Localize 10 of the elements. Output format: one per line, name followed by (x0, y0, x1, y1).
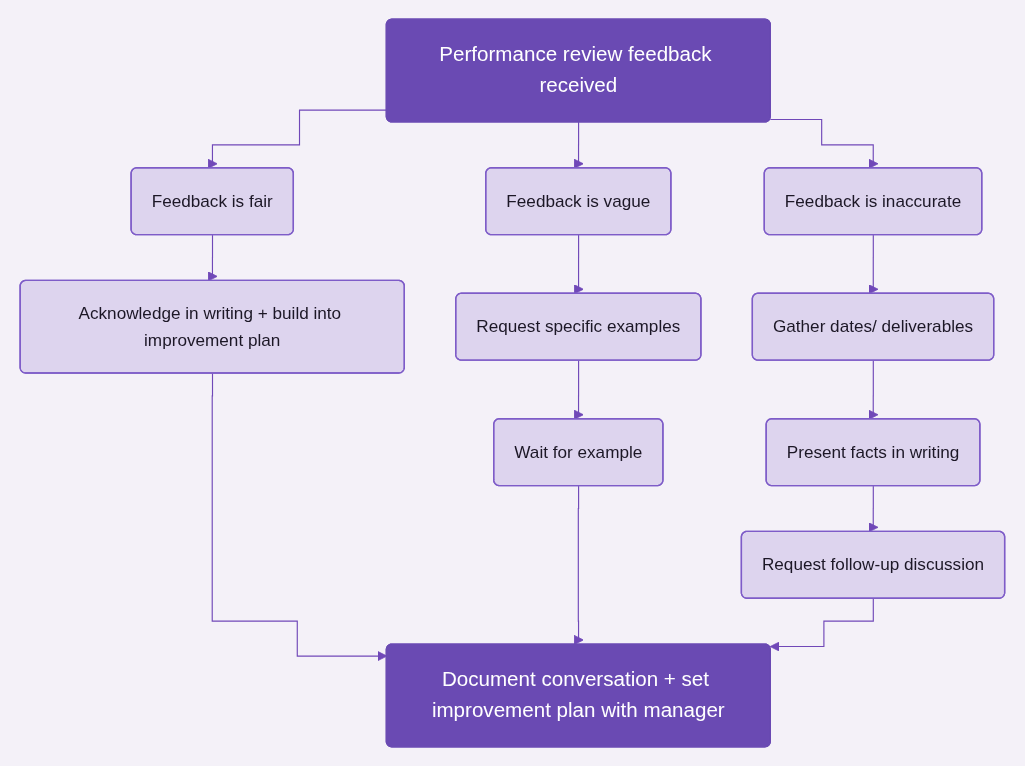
arrow (573, 485, 584, 645)
arrow (868, 485, 879, 533)
arrow (868, 234, 879, 295)
arrow (207, 234, 218, 282)
arrow (573, 234, 584, 295)
arrow (868, 360, 879, 420)
arrow (573, 122, 584, 169)
arrow (769, 598, 875, 652)
arrow (769, 118, 879, 169)
arrow (573, 360, 584, 420)
